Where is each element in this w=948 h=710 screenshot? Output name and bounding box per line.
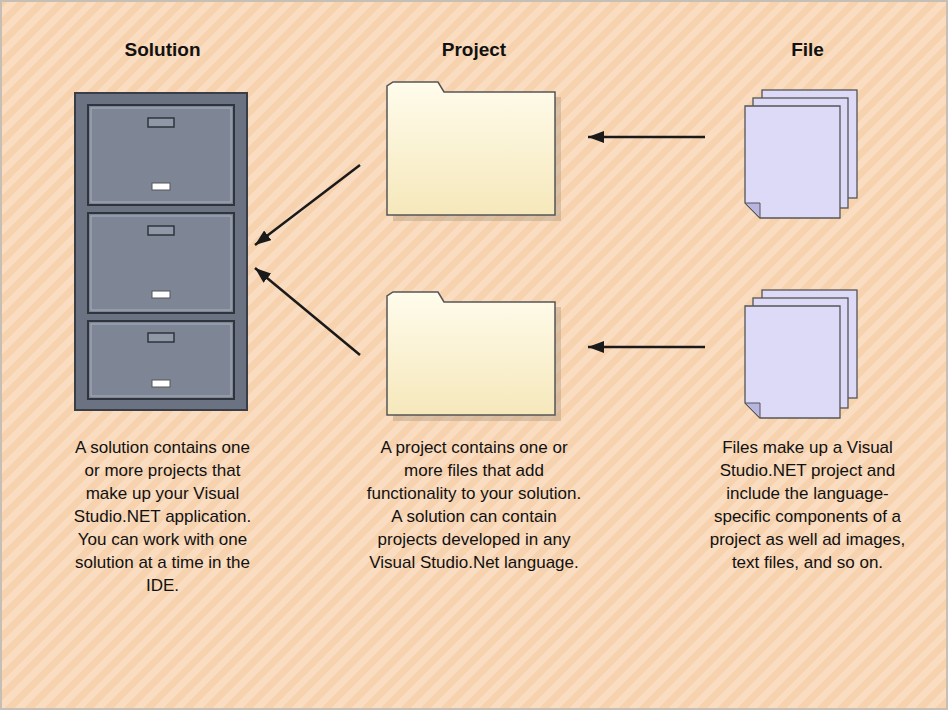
file-stack	[745, 290, 857, 418]
arrow-connector	[255, 165, 360, 245]
arrow-connector	[255, 268, 360, 355]
column-description: A project contains one or more files tha…	[360, 436, 588, 574]
column-heading: Solution	[70, 38, 255, 62]
arrow-connector	[588, 136, 705, 139]
column-node: Solution A solution contains one or more …	[70, 38, 255, 607]
column-heading: File	[705, 38, 910, 62]
filing-cabinet	[75, 93, 247, 410]
file-stack	[745, 90, 857, 218]
arrow-connector	[588, 346, 705, 349]
column-node: FileFiles make up a Visual Studio.NET pr…	[705, 38, 910, 584]
column-description: A solution contains one or more projects…	[70, 436, 255, 597]
project-folder	[387, 292, 561, 421]
column-heading: Project	[360, 38, 588, 62]
project-folder	[387, 82, 561, 221]
column-node: Project A project contains one or more fi…	[360, 38, 588, 584]
column-description: Files make up a Visual Studio.NET projec…	[705, 436, 910, 574]
